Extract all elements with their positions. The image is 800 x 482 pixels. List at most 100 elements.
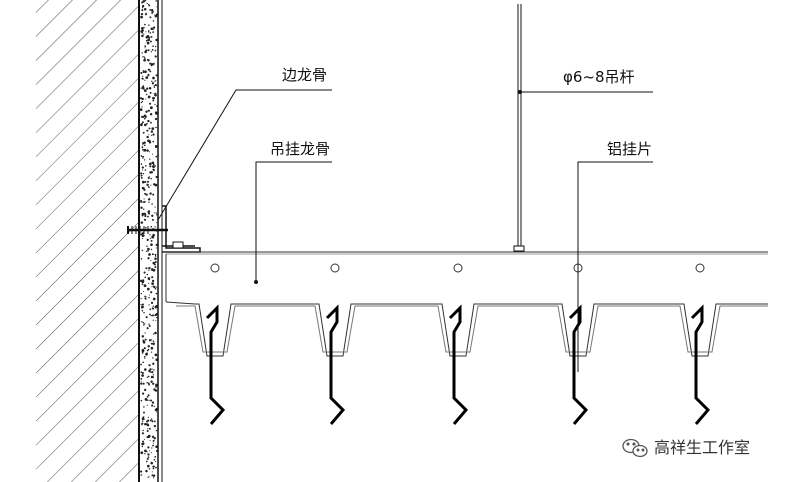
plaster-dot [149, 192, 152, 195]
plaster-dot [148, 176, 150, 178]
plaster-dot [141, 307, 143, 309]
plaster-dot [150, 106, 153, 110]
plaster-dot [150, 9, 154, 12]
plaster-dot [151, 276, 154, 279]
plaster-dot [146, 396, 149, 398]
plaster-dot [143, 411, 145, 414]
plaster-dot [140, 15, 143, 19]
plaster-dot [143, 324, 145, 326]
plaster-dot [140, 12, 144, 16]
plaster-dot [150, 452, 152, 454]
plaster-dot [155, 247, 157, 249]
plaster-dot [146, 87, 149, 90]
plaster-dot [142, 85, 145, 87]
plaster-dot [143, 117, 146, 120]
plaster-dot [148, 151, 150, 153]
plaster-dot [146, 404, 148, 406]
plaster-dot [147, 68, 150, 71]
plaster-dot [141, 180, 145, 184]
plaster-dot [145, 399, 148, 402]
plaster-dot [151, 370, 154, 374]
plaster-dot [152, 29, 155, 31]
plaster-dot [142, 148, 144, 151]
plaster-dot [142, 212, 144, 214]
plaster-dot [149, 70, 152, 73]
plaster-dot [154, 331, 157, 335]
plaster-dot [152, 26, 156, 29]
plaster-dot [152, 193, 155, 196]
plaster-dot [151, 80, 153, 82]
plaster-dot [147, 394, 150, 397]
plaster-dot [145, 316, 148, 319]
plaster-dot [147, 456, 150, 458]
plaster-dot [147, 110, 149, 112]
plaster-dot [140, 174, 143, 177]
plaster-dot [148, 87, 152, 90]
plaster-dot [150, 51, 152, 53]
plaster-dot [150, 237, 152, 239]
plaster-dot [141, 249, 144, 252]
plaster-dot [152, 362, 155, 365]
plaster-dot [152, 465, 155, 468]
plaster-dot [156, 411, 157, 413]
plaster-dot [141, 372, 144, 374]
plaster-dot [155, 80, 157, 82]
keel-holes [210, 263, 705, 273]
plaster-dot [152, 169, 155, 172]
plaster-dot [154, 126, 156, 129]
plaster-dot [142, 382, 145, 385]
plaster-dot [143, 198, 145, 200]
plaster-dot [154, 389, 158, 392]
plaster-dot [144, 47, 146, 49]
plaster-dot [151, 11, 154, 14]
plaster-dot [147, 49, 150, 52]
plaster-dot [149, 234, 151, 236]
plaster-dot [151, 286, 153, 288]
plaster-dot [143, 188, 146, 191]
keel-hole [453, 263, 463, 273]
plaster-dot [143, 208, 145, 210]
plaster-dot [140, 87, 143, 89]
plaster-dot [154, 261, 157, 263]
plaster-dot [147, 345, 150, 348]
plaster-dot [154, 92, 157, 95]
plaster-dot [146, 376, 149, 379]
plaster-dot [144, 368, 147, 371]
label-aluminum-clip: 铝挂片 [607, 140, 652, 158]
plaster-dot [144, 297, 146, 300]
plaster-dot [151, 48, 154, 51]
aluminum-clip [448, 304, 469, 425]
plaster-dot [146, 451, 148, 453]
wall-hatch [36, 0, 139, 482]
plaster-dot [152, 340, 155, 342]
plaster-dot [141, 303, 144, 306]
plaster-dot [144, 23, 146, 26]
plaster-dot [140, 451, 144, 455]
plaster-dot [142, 429, 144, 432]
plaster-dot [150, 346, 154, 350]
plaster-dot [139, 97, 143, 100]
plaster-dot [140, 304, 142, 306]
plaster-dot [144, 338, 147, 341]
plaster-dot [151, 268, 154, 272]
plaster-dot [141, 100, 144, 103]
leader-hanging-keel [255, 161, 332, 282]
plaster-dot [144, 332, 146, 334]
plaster-dot [150, 342, 153, 345]
plaster-dot [150, 399, 153, 402]
plaster-dot [154, 353, 158, 357]
plaster-dot [148, 325, 151, 327]
plaster-dot [141, 27, 144, 30]
plaster-dot [146, 129, 149, 132]
plaster-dot [144, 213, 147, 216]
plaster-dot [148, 266, 151, 270]
plaster-dot [154, 145, 158, 149]
plaster-dot [140, 470, 143, 473]
plaster-dot [141, 1, 144, 4]
plaster-dot [142, 144, 144, 146]
plaster-dot [146, 183, 149, 187]
plaster-dot [147, 38, 151, 42]
plaster-dot [152, 467, 155, 470]
plaster-dot [154, 388, 156, 390]
plaster-dot [153, 80, 155, 82]
